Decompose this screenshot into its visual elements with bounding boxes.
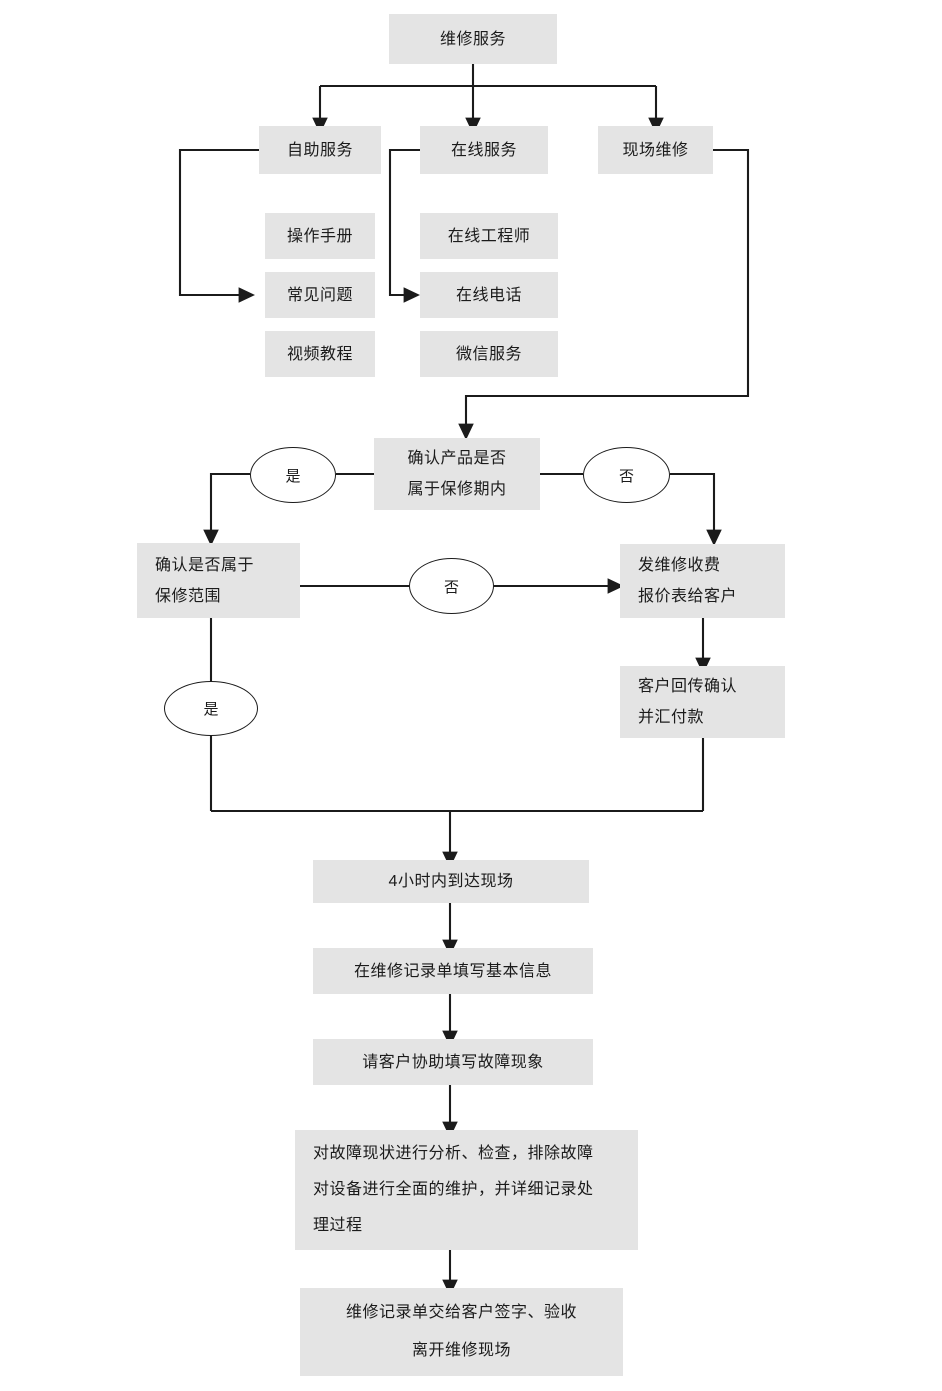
node-analyze-and-repair[interactable]: 对故障现状进行分析、检查，排除故障 对设备进行全面的维护，并详细记录处 理过程 <box>295 1130 638 1250</box>
node-video-tutorial[interactable]: 视频教程 <box>265 331 375 377</box>
node-customer-confirm-pay[interactable]: 客户回传确认 并汇付款 <box>620 666 785 738</box>
node-check-warranty-scope[interactable]: 确认是否属于 保修范围 <box>137 543 300 618</box>
edge-online-service-loop <box>388 148 420 303</box>
decision-warranty-period-yes[interactable]: 是 <box>250 447 336 503</box>
node-online-service[interactable]: 在线服务 <box>420 126 548 174</box>
edge-yes-to-scope-check <box>203 472 250 546</box>
node-check-warranty-period[interactable]: 确认产品是否 属于保修期内 <box>374 438 540 510</box>
node-arrive-within-4h[interactable]: 4小时内到达现场 <box>313 860 589 903</box>
node-operation-manual[interactable]: 操作手册 <box>265 213 375 259</box>
node-faq[interactable]: 常见问题 <box>265 272 375 318</box>
node-online-engineer[interactable]: 在线工程师 <box>420 213 558 259</box>
node-wechat-service[interactable]: 微信服务 <box>420 331 558 377</box>
decision-warranty-scope-yes[interactable]: 是 <box>164 681 258 736</box>
edge-no-to-send-quote <box>670 472 722 546</box>
node-customer-fill-fault[interactable]: 请客户协助填写故障现象 <box>313 1039 593 1085</box>
edge-self-service-loop <box>178 148 259 303</box>
node-repair-service[interactable]: 维修服务 <box>389 14 557 64</box>
node-send-quote[interactable]: 发维修收费 报价表给客户 <box>620 544 785 618</box>
node-online-phone[interactable]: 在线电话 <box>420 272 558 318</box>
node-fill-basic-info[interactable]: 在维修记录单填写基本信息 <box>313 948 593 994</box>
decision-warranty-period-no[interactable]: 否 <box>583 447 670 503</box>
decision-warranty-scope-no[interactable]: 否 <box>409 558 494 614</box>
node-sign-and-leave[interactable]: 维修记录单交给客户签字、验收 离开维修现场 <box>300 1288 623 1376</box>
node-onsite-repair[interactable]: 现场维修 <box>598 126 713 174</box>
node-self-service[interactable]: 自助服务 <box>259 126 381 174</box>
